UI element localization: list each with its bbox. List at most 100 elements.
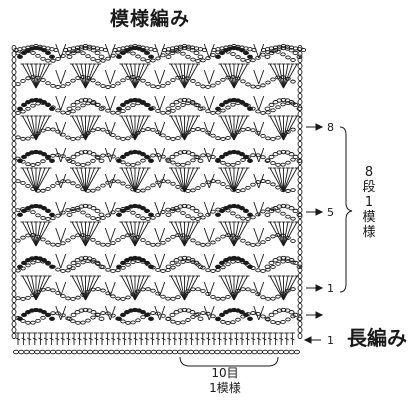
chain-stitch [116, 54, 122, 59]
chain-stitch [197, 54, 204, 59]
fan-stitch [80, 115, 86, 141]
chain-stitch [276, 150, 283, 155]
double-crochet [15, 337, 21, 341]
chain-stitch [267, 349, 274, 355]
chain-stitch [185, 161, 191, 166]
chain-stitch [148, 264, 154, 269]
fan-stitch [233, 63, 244, 89]
chain-stitch [140, 78, 146, 83]
double-crochet [172, 337, 178, 341]
chain-stitch [65, 51, 71, 55]
fan-stitch [283, 221, 298, 247]
fan-stitch [26, 275, 37, 301]
fan-stitch [283, 115, 293, 141]
chain-stitch [90, 78, 96, 83]
chain-stitch [220, 319, 226, 324]
double-crochet [161, 337, 166, 341]
chain-stitch [297, 140, 303, 148]
chain-stitch [11, 284, 17, 292]
chain-stitch [80, 210, 86, 215]
v-stitch [109, 201, 116, 217]
chain-stitch [203, 349, 210, 355]
double-crochet [66, 337, 71, 341]
fan-stitch [170, 115, 185, 141]
chain-stitch [105, 85, 111, 89]
chain-stitch [240, 188, 246, 193]
chain-stitch [297, 332, 303, 340]
chain-stitch [144, 50, 150, 56]
chain-stitch [90, 258, 97, 263]
chain-stitch [247, 106, 253, 111]
chain-stitch [100, 58, 106, 63]
chain-stitch [17, 54, 23, 59]
v-stitch [60, 305, 67, 321]
chain-stitch [11, 56, 17, 64]
chain-stitch [195, 241, 201, 246]
chain-stitch [100, 242, 106, 247]
chain-stitch [55, 242, 61, 247]
chain-stitch [140, 216, 146, 221]
chain-stitch [21, 154, 27, 160]
brace-icon [339, 126, 353, 293]
fan-stitch [31, 63, 37, 89]
chain-stitch [264, 316, 271, 321]
fan-stitch [233, 221, 244, 247]
chain-stitch [193, 260, 200, 266]
v-stitch [154, 281, 161, 297]
fan-stitch [283, 63, 293, 89]
chain-stitch [170, 234, 176, 239]
chain-stitch [180, 51, 186, 56]
fan-stitch [121, 167, 136, 193]
chain-stitch [90, 100, 97, 105]
chain-stitch [11, 254, 17, 262]
chain-stitch [215, 296, 221, 301]
chain-stitch [20, 181, 26, 185]
chain-stitch [82, 97, 89, 103]
chain-stitch [297, 92, 303, 100]
v-stitch [203, 253, 210, 269]
chain-stitch [297, 302, 303, 310]
fan-stitch [85, 275, 100, 301]
chain-stitch [239, 310, 245, 315]
chain-stitch [95, 81, 101, 86]
chain-stitch [45, 208, 51, 214]
chain-stitch [270, 234, 276, 239]
chain-stitch [165, 316, 172, 321]
fan-stitch [233, 115, 248, 141]
fan-stitch [184, 167, 194, 193]
chain-stitch [35, 161, 41, 166]
chain-stitch [118, 349, 126, 355]
chain-stitch [11, 68, 17, 76]
chain-stitch [50, 58, 56, 63]
chain-stitch [270, 137, 276, 141]
v-stitch [109, 253, 116, 269]
chain-stitch [292, 312, 299, 318]
stitch-grid [11, 43, 307, 355]
chain-stitch [21, 260, 27, 266]
chain-stitch [182, 349, 189, 355]
chain-stitch [144, 154, 150, 160]
fan-stitch [184, 115, 194, 141]
double-crochet [250, 337, 256, 341]
chain-stitch [260, 240, 266, 245]
fan-stitch [184, 115, 190, 141]
chain-stitch [25, 183, 31, 188]
chain-stitch [280, 259, 286, 264]
chain-stitch [65, 268, 71, 273]
chain-stitch [75, 106, 81, 111]
chain-stitch [125, 106, 131, 111]
fan-stitch [35, 275, 41, 301]
chain-stitch [90, 57, 96, 62]
chain-stitch [250, 289, 256, 294]
chain-stitch [177, 98, 184, 103]
chain-stitch [288, 152, 295, 157]
chain-stitch [21, 102, 27, 108]
chain-stitch [50, 349, 57, 355]
chain-stitch [155, 109, 161, 113]
v-stitch [208, 201, 215, 217]
chain-stitch [190, 216, 196, 221]
chain-stitch [276, 256, 283, 261]
fan-stitch [179, 221, 185, 247]
chain-stitch [148, 54, 154, 59]
double-crochet [267, 337, 273, 341]
